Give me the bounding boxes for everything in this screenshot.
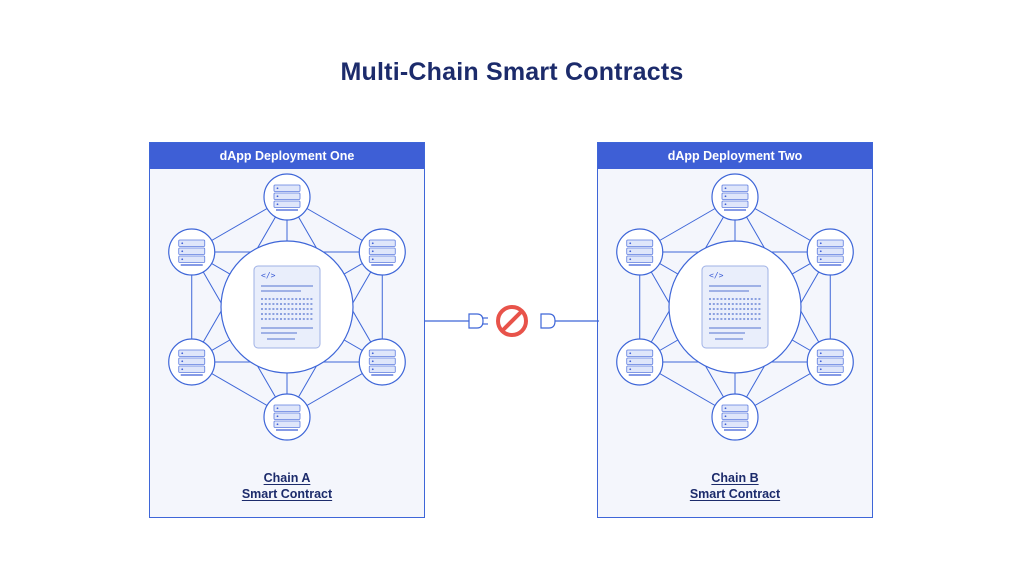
server-node-icon [711, 393, 759, 441]
panel-deployment-two: dApp Deployment Two </> Chain B Smart Co… [597, 142, 873, 518]
chain-label: Chain B Smart Contract [598, 470, 872, 502]
panel-deployment-one: dApp Deployment One </> Chain A Smart Co… [149, 142, 425, 518]
svg-text:</>: </> [709, 271, 724, 280]
plug-left-icon [468, 313, 484, 329]
plug-right-icon [540, 313, 556, 329]
blocked-icon [496, 305, 528, 337]
panel-header: dApp Deployment Two [598, 143, 872, 169]
server-node-icon [711, 173, 759, 221]
chain-label: Chain A Smart Contract [150, 470, 424, 502]
server-node-icon [806, 338, 854, 386]
contract-name: Smart Contract [241, 487, 333, 501]
smart-contract-document-icon: </> [701, 265, 769, 349]
chain-name: Chain A [263, 471, 311, 485]
node-network: </> [168, 173, 406, 441]
server-node-icon [806, 228, 854, 276]
chain-name: Chain B [711, 471, 759, 485]
server-node-icon [168, 228, 216, 276]
server-node-icon [616, 228, 664, 276]
server-node-icon [263, 173, 311, 221]
server-node-icon [358, 338, 406, 386]
svg-text:</>: </> [261, 271, 276, 280]
server-node-icon [263, 393, 311, 441]
contract-name: Smart Contract [689, 487, 781, 501]
server-node-icon [168, 338, 216, 386]
server-node-icon [358, 228, 406, 276]
page-title: Multi-Chain Smart Contracts [340, 58, 684, 86]
blocked-connection [425, 305, 599, 337]
node-network: </> [616, 173, 854, 441]
panel-header: dApp Deployment One [150, 143, 424, 169]
server-node-icon [616, 338, 664, 386]
smart-contract-document-icon: </> [253, 265, 321, 349]
